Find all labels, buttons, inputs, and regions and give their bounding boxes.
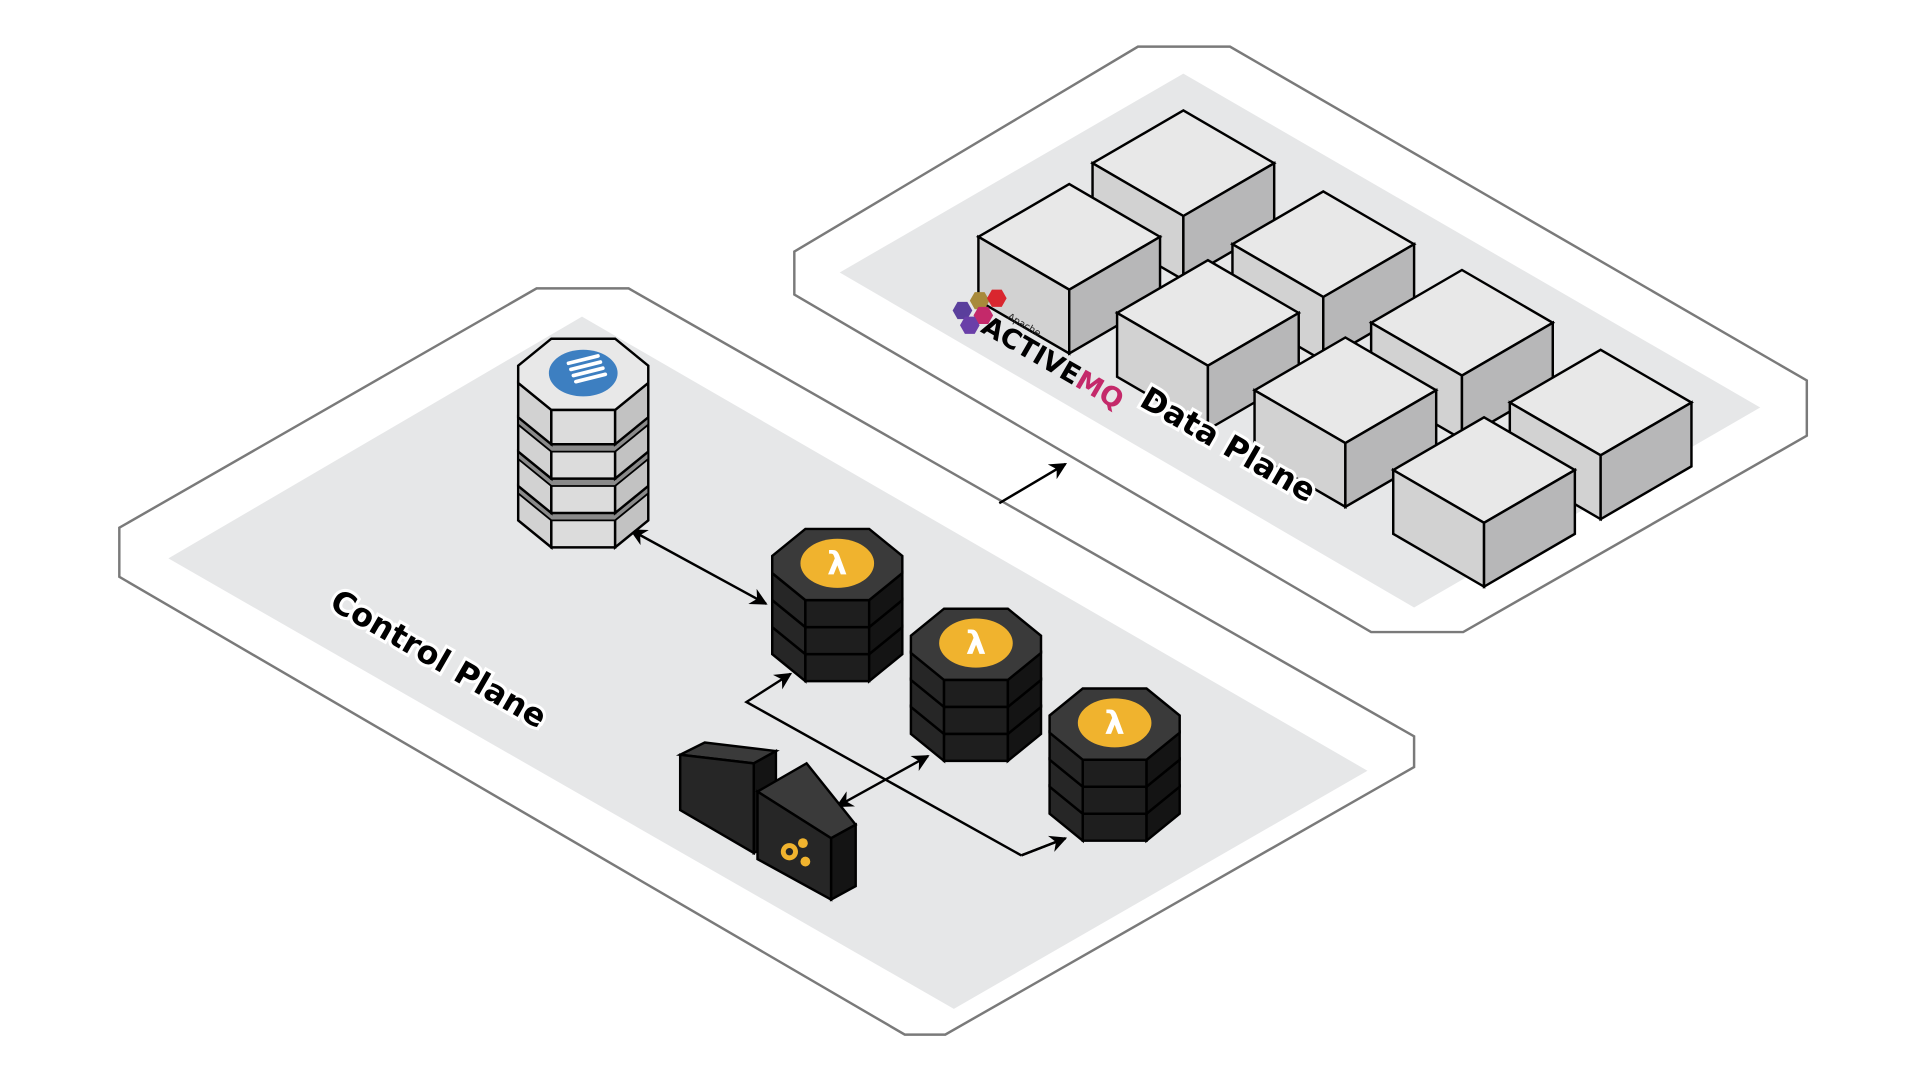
gateway-lambda3-arrow [1020,835,1068,857]
broker-cube[interactable] [975,182,1163,356]
control-plane [118,287,1416,1036]
broker-cube[interactable] [1252,336,1439,509]
lambda-stacks: λ λ λ [770,527,1181,844]
lambda-glyph: λ [1105,704,1125,742]
broker-cube[interactable] [1114,258,1302,432]
gateway-right-block [755,761,858,902]
cube-right [1599,400,1693,522]
lambda-1[interactable]: λ [770,527,904,684]
lambda-layer [1048,730,1181,790]
lambda-2[interactable]: λ [909,607,1043,764]
db-lambda1-edge [629,529,768,605]
gateway-lambda2-edge [835,754,930,808]
database-stack[interactable] [516,337,650,550]
lambda-glyph: λ [827,544,847,582]
cube-right [1482,467,1577,589]
activemq-hex-icon [952,289,1007,334]
lambda-icon: λ [1077,698,1152,748]
gateway-lambda1-edge [744,672,1022,857]
gears-icon [780,838,811,867]
control-to-data-arrow [998,462,1068,505]
lambda-3[interactable]: λ [1048,687,1181,844]
lambda-glyph: λ [966,624,986,662]
database-icon [548,349,618,397]
broker-cube[interactable] [1390,415,1578,589]
control-plane-floor [168,316,1368,1009]
broker-cubes [975,109,1694,589]
api-gateway[interactable] [675,741,858,902]
lambda-icon: λ [800,538,875,588]
lambda-icon: λ [939,618,1013,668]
broker-cube[interactable] [1230,190,1417,363]
